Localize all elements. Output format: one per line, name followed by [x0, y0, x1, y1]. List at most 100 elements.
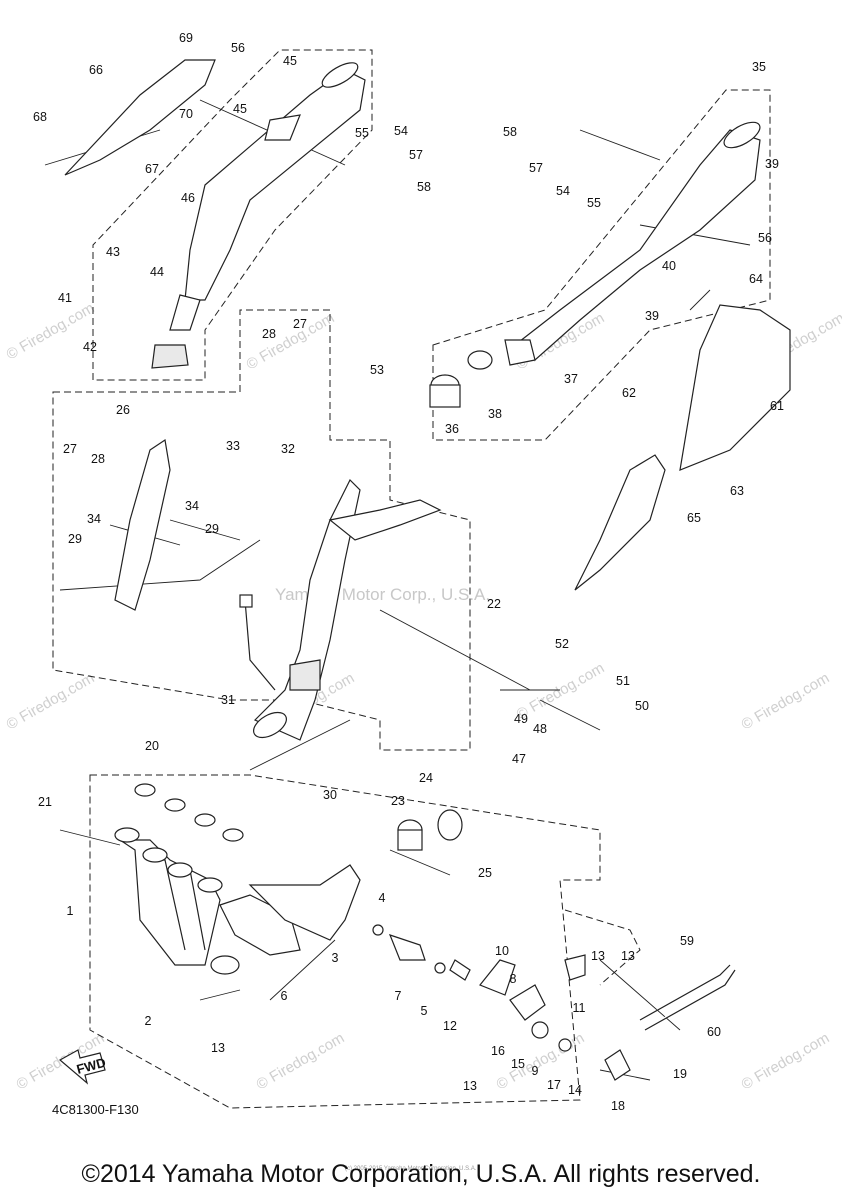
part-number-label: 30 [323, 788, 337, 802]
part-number-label: 50 [635, 699, 649, 713]
part-number-label: 40 [662, 259, 676, 273]
part-number-label: 38 [488, 407, 502, 421]
part-number-label: 69 [179, 31, 193, 45]
part-number-label: 34 [87, 512, 101, 526]
collar-and-clamp [429, 350, 493, 408]
part-number-label: 52 [555, 637, 569, 651]
watermark-text: © Firedog.com [254, 1029, 348, 1093]
part-number-label: 29 [68, 532, 82, 546]
part-number-label: 28 [91, 452, 105, 466]
watermark-text: © Firedog.com [739, 669, 833, 733]
right-heat-shield [679, 304, 791, 471]
part-number-label: 48 [533, 722, 547, 736]
part-number-label: 15 [511, 1057, 525, 1071]
part-number-label: 2 [145, 1014, 152, 1028]
part-number-label: 37 [564, 372, 578, 386]
part-number-label: 58 [503, 125, 517, 139]
diagram-code: 4C81300-F130 [52, 1102, 139, 1117]
gaskets-20 [134, 783, 244, 842]
part-number-label: 22 [487, 597, 501, 611]
clamp-24 [437, 809, 463, 841]
part-number-label: 36 [445, 422, 459, 436]
right-muffler-assembly [504, 121, 761, 366]
part-number-label: 27 [293, 317, 307, 331]
part-number-label: 42 [83, 340, 97, 354]
part-number-label: 19 [673, 1067, 687, 1081]
part-number-label: 57 [409, 148, 423, 162]
part-number-label: 10 [495, 944, 509, 958]
part-number-label: 13 [621, 949, 635, 963]
cables [639, 964, 736, 1031]
part-number-label: 33 [226, 439, 240, 453]
part-number-label: 31 [221, 693, 235, 707]
part-number-label: 55 [355, 126, 369, 140]
collector-3 [248, 864, 361, 941]
watermark-text: © Firedog.com [244, 309, 338, 373]
part-number-label: 13 [211, 1041, 225, 1055]
part-number-label: 46 [181, 191, 195, 205]
mid-pipe-assembly [253, 478, 442, 741]
part-number-label: 51 [616, 674, 630, 688]
bracket-26 [114, 438, 171, 611]
part-number-label: 6 [281, 989, 288, 1003]
part-number-label: 11 [573, 1001, 586, 1015]
part-number-label: 5 [421, 1004, 428, 1018]
left-muffler-assembly [151, 62, 366, 369]
part-number-label: 34 [185, 499, 199, 513]
part-number-label: 41 [58, 291, 72, 305]
o2-sensor [239, 594, 276, 691]
fwd-arrow: FWD [58, 1049, 107, 1085]
group-outlines [52, 49, 771, 1109]
part-number-label: 63 [730, 484, 744, 498]
part-number-label: 66 [89, 63, 103, 77]
part-number-label: 39 [645, 309, 659, 323]
part-number-label: 16 [491, 1044, 505, 1058]
part-number-label: 1 [67, 904, 74, 918]
part-number-label: 68 [33, 110, 47, 124]
valve-parts [372, 924, 631, 1081]
part-number-label: 65 [687, 511, 701, 525]
part-number-label: 24 [419, 771, 433, 785]
part-number-label: 35 [752, 60, 766, 74]
part-number-label: 20 [145, 739, 159, 753]
part-number-label: 23 [391, 794, 405, 808]
part-number-label: 56 [231, 41, 245, 55]
part-number-label: 14 [568, 1083, 582, 1097]
part-number-label: 39 [765, 157, 779, 171]
part-number-label: 64 [749, 272, 763, 286]
part-number-label: 56 [758, 231, 772, 245]
part-number-label: 67 [145, 162, 159, 176]
part-number-label: 70 [179, 107, 193, 121]
gasket-23 [397, 819, 423, 851]
part-number-label: 49 [514, 712, 528, 726]
part-number-label: 53 [370, 363, 384, 377]
part-number-label: 8 [510, 972, 517, 986]
part-number-label: 58 [417, 180, 431, 194]
watermark-text: © Firedog.com [739, 1029, 833, 1093]
part-number-label: 29 [205, 522, 219, 536]
part-number-label: 13 [463, 1079, 477, 1093]
part-number-label: 28 [262, 327, 276, 341]
part-number-label: 55 [587, 196, 601, 210]
copyright-footer: ©2014 Yamaha Motor Corporation, U.S.A. A… [81, 1160, 761, 1188]
part-number-label: 54 [556, 184, 570, 198]
part-number-label: 59 [680, 934, 694, 948]
part-number-label: 47 [512, 752, 526, 766]
fwd-label: FWD [75, 1055, 107, 1077]
part-number-label: 62 [622, 386, 636, 400]
part-number-label: 32 [281, 442, 295, 456]
part-number-label: 45 [233, 102, 247, 116]
exhaust-header [114, 827, 240, 975]
watermark-text: © Firedog.com [4, 669, 98, 733]
part-number-label: 25 [478, 866, 492, 880]
part-number-label: 3 [332, 951, 339, 965]
part-number-label: 17 [547, 1078, 561, 1092]
part-number-label: 7 [395, 989, 402, 1003]
part-number-label: 45 [283, 54, 297, 68]
part-number-label: 27 [63, 442, 77, 456]
part-number-label: 12 [443, 1019, 457, 1033]
part-number-label: 60 [707, 1025, 721, 1039]
part-number-label: 43 [106, 245, 120, 259]
part-number-label: 4 [379, 891, 386, 905]
